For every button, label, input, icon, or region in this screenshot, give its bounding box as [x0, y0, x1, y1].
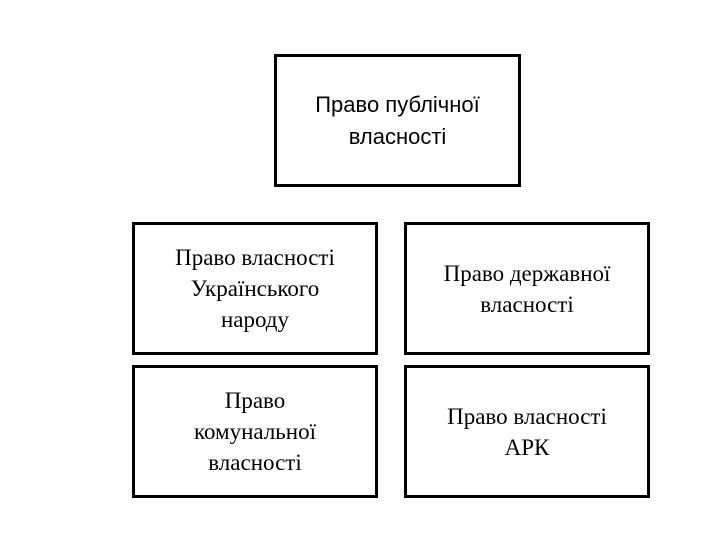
- communal-property-right-box: Право комунальної власності: [132, 365, 378, 498]
- state-property-right-label: Право державної власності: [443, 260, 611, 317]
- public-property-right-box: Право публічної власності: [274, 54, 521, 187]
- ark-property-right-box: Право власності АРК: [404, 365, 650, 498]
- ark-property-right-label: Право власності АРК: [447, 403, 607, 460]
- ukrainian-people-property-right-label: Право власності Українського народу: [175, 245, 335, 332]
- public-property-right-label: Право публічної власності: [315, 91, 480, 149]
- state-property-right-box: Право державної власності: [404, 222, 650, 355]
- ukrainian-people-property-right-box: Право власності Українського народу: [132, 222, 378, 355]
- communal-property-right-label: Право комунальної власності: [193, 388, 316, 475]
